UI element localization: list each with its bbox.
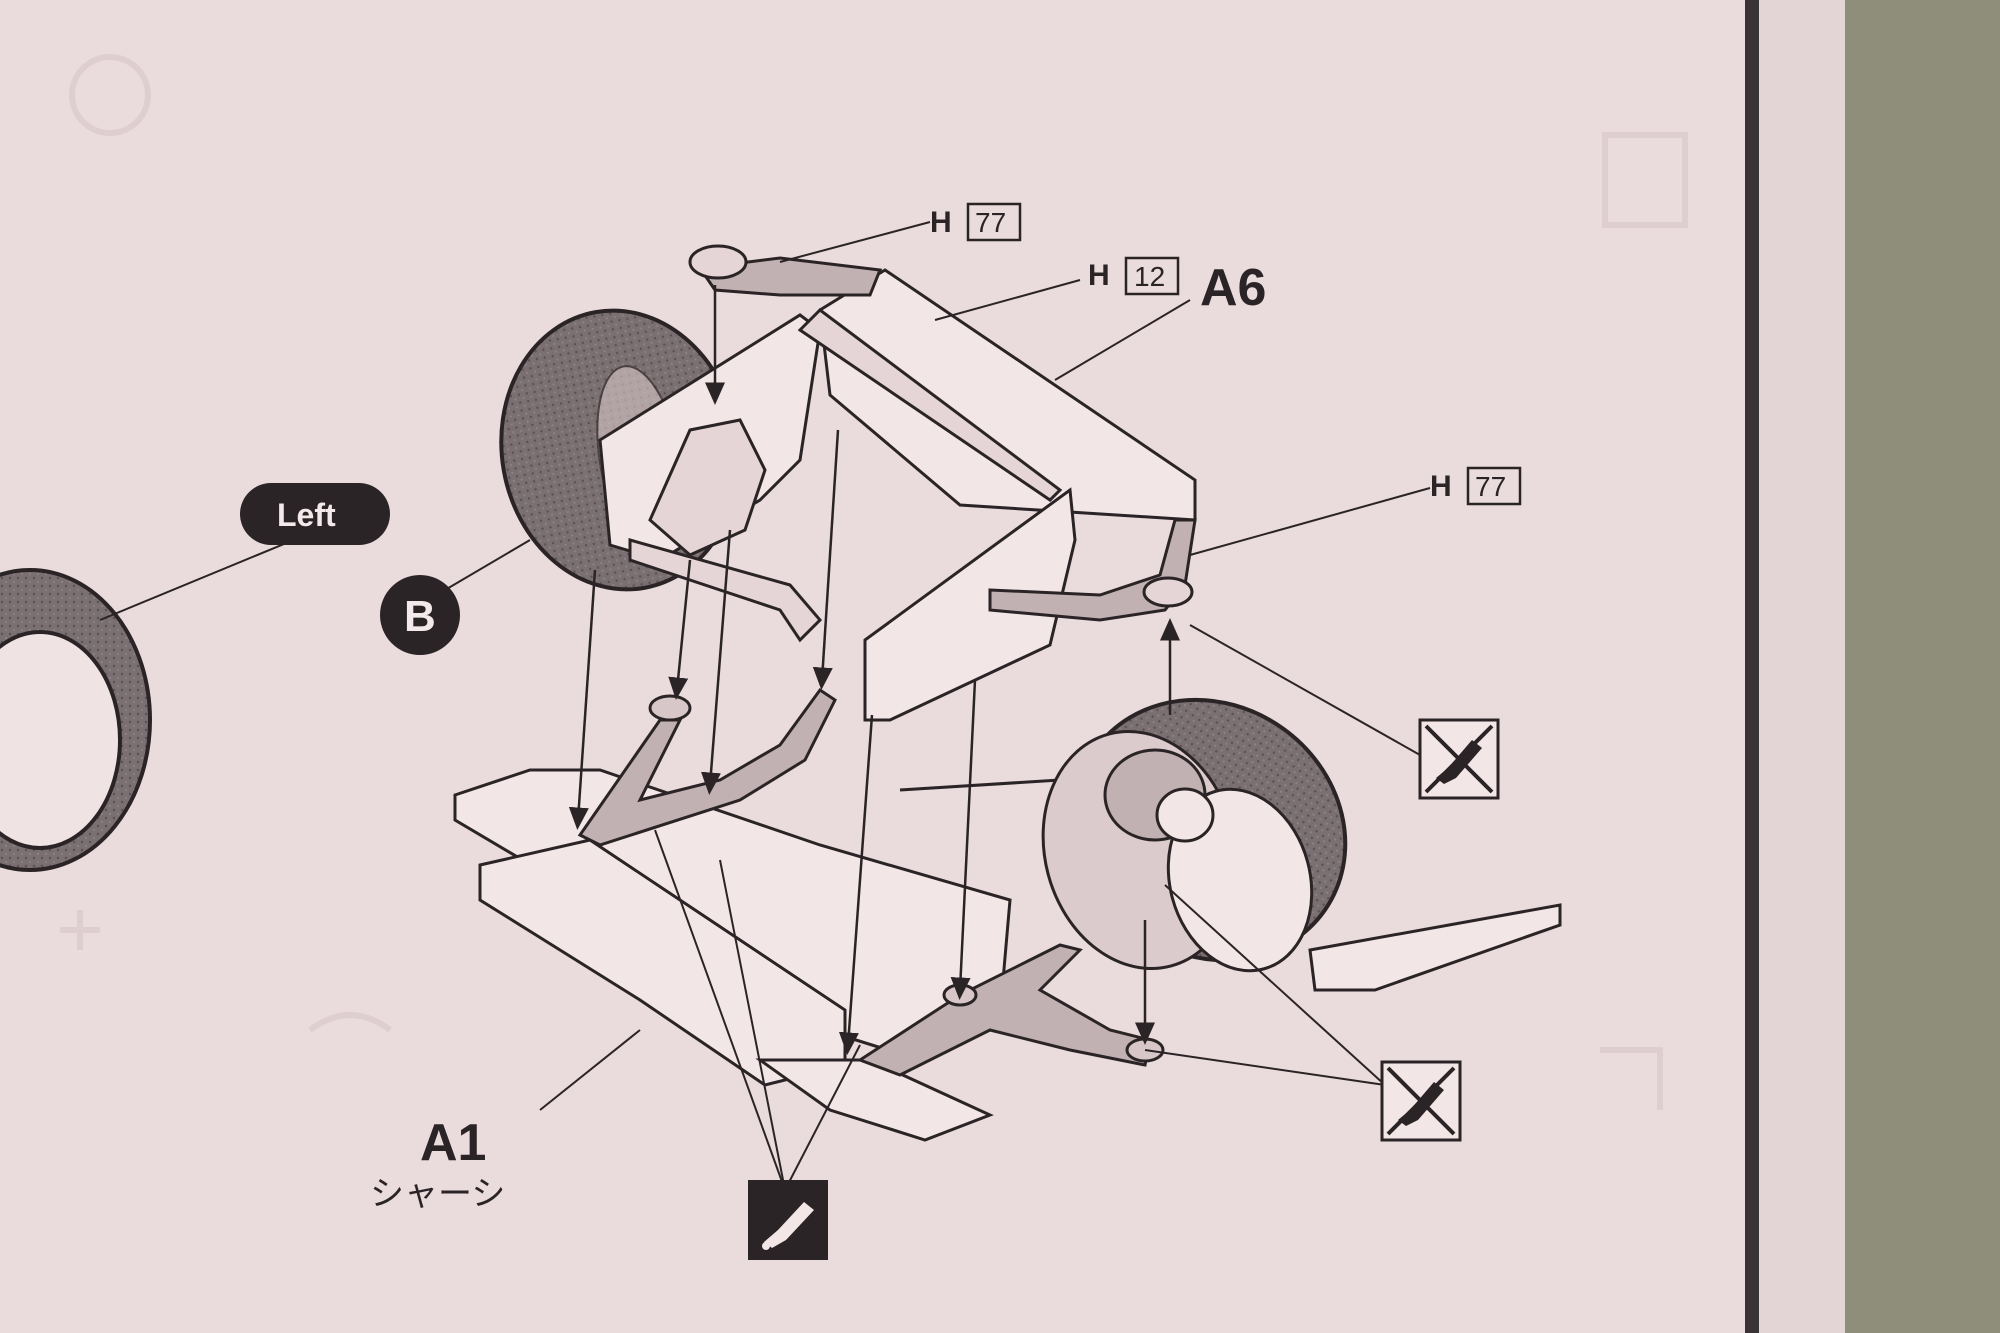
label-a6: A6 xyxy=(1200,259,1266,317)
page-border-line xyxy=(1745,0,1759,1333)
desk-background xyxy=(1840,0,2000,1333)
part-b-marker: B xyxy=(380,575,460,655)
no-glue-icon xyxy=(1380,1060,1462,1142)
no-glue-icon xyxy=(1418,718,1500,800)
paper-edge xyxy=(1759,0,1845,1333)
leader-lines xyxy=(99,221,1431,1191)
label-h77-right-num: 77 xyxy=(1475,471,1506,502)
label-h77-top-num: 77 xyxy=(975,207,1006,238)
label-h77-top: H 77 xyxy=(930,202,1022,242)
label-a1-sub: シャーシ xyxy=(370,1174,505,1214)
glue-icon xyxy=(748,1180,828,1260)
left-pill-text: Left xyxy=(277,497,336,533)
left-tire-partial xyxy=(0,568,152,872)
assembly-arrows xyxy=(568,285,1180,1055)
label-h77-top-prefix: H xyxy=(930,206,952,239)
label-h12: H 12 xyxy=(1088,256,1180,296)
show-through-ghost xyxy=(60,54,1688,1110)
label-h77-right-prefix: H xyxy=(1430,470,1452,503)
left-pill-label: Left xyxy=(240,483,390,545)
label-h77-right: H 77 xyxy=(1430,466,1522,506)
label-a1: A1 xyxy=(420,1114,486,1172)
part-b-letter: B xyxy=(404,592,436,641)
label-h12-prefix: H xyxy=(1088,259,1110,292)
front-right-wheel xyxy=(1041,697,1348,973)
label-h12-num: 12 xyxy=(1134,261,1165,292)
